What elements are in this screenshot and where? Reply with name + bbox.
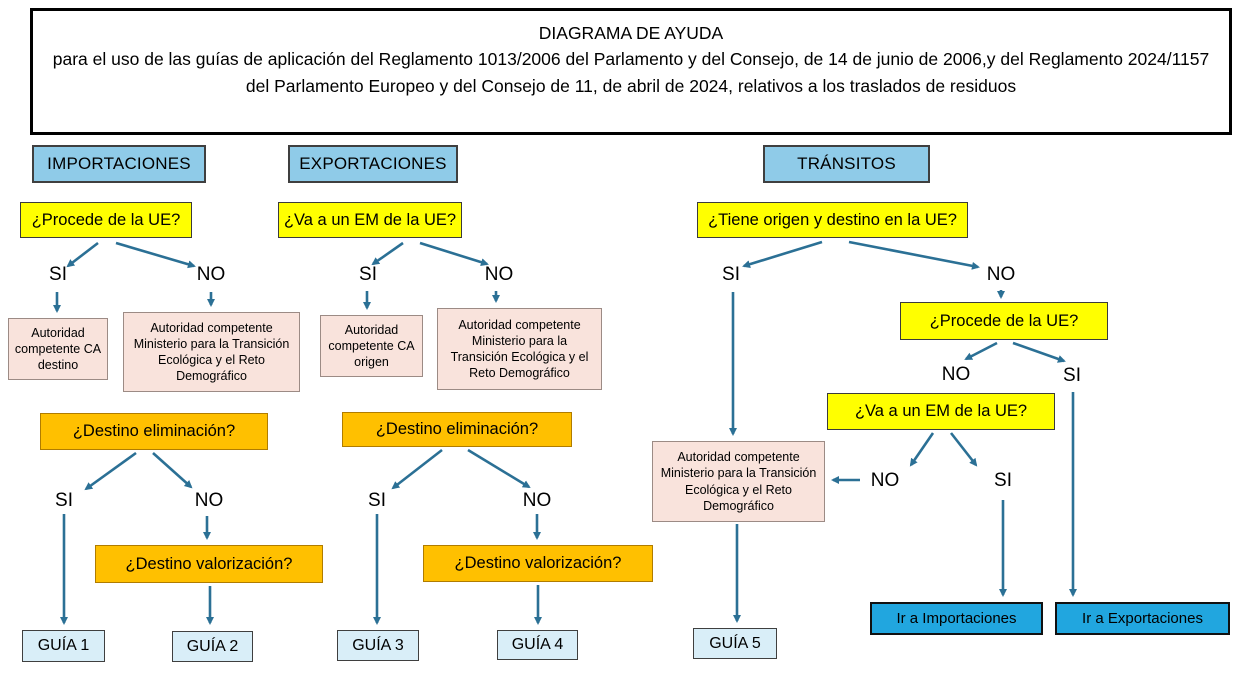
- imp-question-procede-ue: ¿Procede de la UE?: [20, 202, 192, 238]
- authority-ministerio-transitos: Autoridad competente Ministerio para la …: [652, 441, 825, 522]
- guide-1: GUÍA 1: [22, 630, 105, 662]
- exp-question-va-em-ue: ¿Va a un EM de la UE?: [278, 202, 462, 238]
- trans-question-procede-ue: ¿Procede de la UE?: [900, 302, 1108, 340]
- guide-3: GUÍA 3: [337, 630, 419, 661]
- guide-4: GUÍA 4: [497, 630, 578, 660]
- authority-ca-origen: Autoridad competente CA origen: [320, 315, 423, 377]
- imp-elim-label-no: NO: [194, 490, 224, 511]
- authority-ministerio-exportaciones: Autoridad competente Ministerio para la …: [437, 308, 602, 390]
- guide-5: GUÍA 5: [693, 628, 777, 659]
- authority-ministerio-importaciones: Autoridad competente Ministerio para la …: [123, 312, 300, 392]
- column-header-transitos: TRÁNSITOS: [763, 145, 930, 183]
- exp-question-destino-eliminacion: ¿Destino eliminación?: [342, 412, 572, 447]
- guide-2: GUÍA 2: [172, 631, 253, 662]
- exp-question-destino-valorizacion: ¿Destino valorización?: [423, 545, 653, 582]
- trans-em-label-si: SI: [994, 470, 1012, 491]
- diagram-title: DIAGRAMA DE AYUDA: [538, 23, 724, 43]
- exp-branch-label-si: SI: [359, 264, 377, 285]
- imp-question-destino-eliminacion: ¿Destino eliminación?: [40, 413, 268, 450]
- exp-elim-label-si: SI: [368, 490, 386, 511]
- goto-importaciones-button[interactable]: Ir a Importaciones: [870, 602, 1043, 635]
- goto-exportaciones-button[interactable]: Ir a Exportaciones: [1055, 602, 1230, 635]
- trans-question-origen-destino-ue: ¿Tiene origen y destino en la UE?: [697, 202, 968, 238]
- trans-branch-label-no: NO: [986, 264, 1016, 285]
- trans-question-va-em-ue: ¿Va a un EM de la UE?: [827, 393, 1055, 430]
- trans-em-label-no: NO: [870, 470, 900, 491]
- imp-branch-label-si: SI: [49, 264, 67, 285]
- exp-elim-label-no: NO: [522, 490, 552, 511]
- imp-branch-label-no: NO: [196, 264, 226, 285]
- imp-elim-label-si: SI: [55, 490, 73, 511]
- column-header-importaciones: IMPORTACIONES: [32, 145, 206, 183]
- authority-ca-destino: Autoridad competente CA destino: [8, 318, 108, 380]
- trans-procede-label-si: SI: [1063, 365, 1081, 386]
- trans-branch-label-si: SI: [722, 264, 740, 285]
- column-header-exportaciones: EXPORTACIONES: [288, 145, 458, 183]
- diagram-subtitle: para el uso de las guías de aplicación d…: [52, 49, 1210, 96]
- trans-procede-label-no: NO: [941, 364, 971, 385]
- title-box: DIAGRAMA DE AYUDA para el uso de las guí…: [30, 8, 1232, 135]
- exp-branch-label-no: NO: [484, 264, 514, 285]
- imp-question-destino-valorizacion: ¿Destino valorización?: [95, 545, 323, 583]
